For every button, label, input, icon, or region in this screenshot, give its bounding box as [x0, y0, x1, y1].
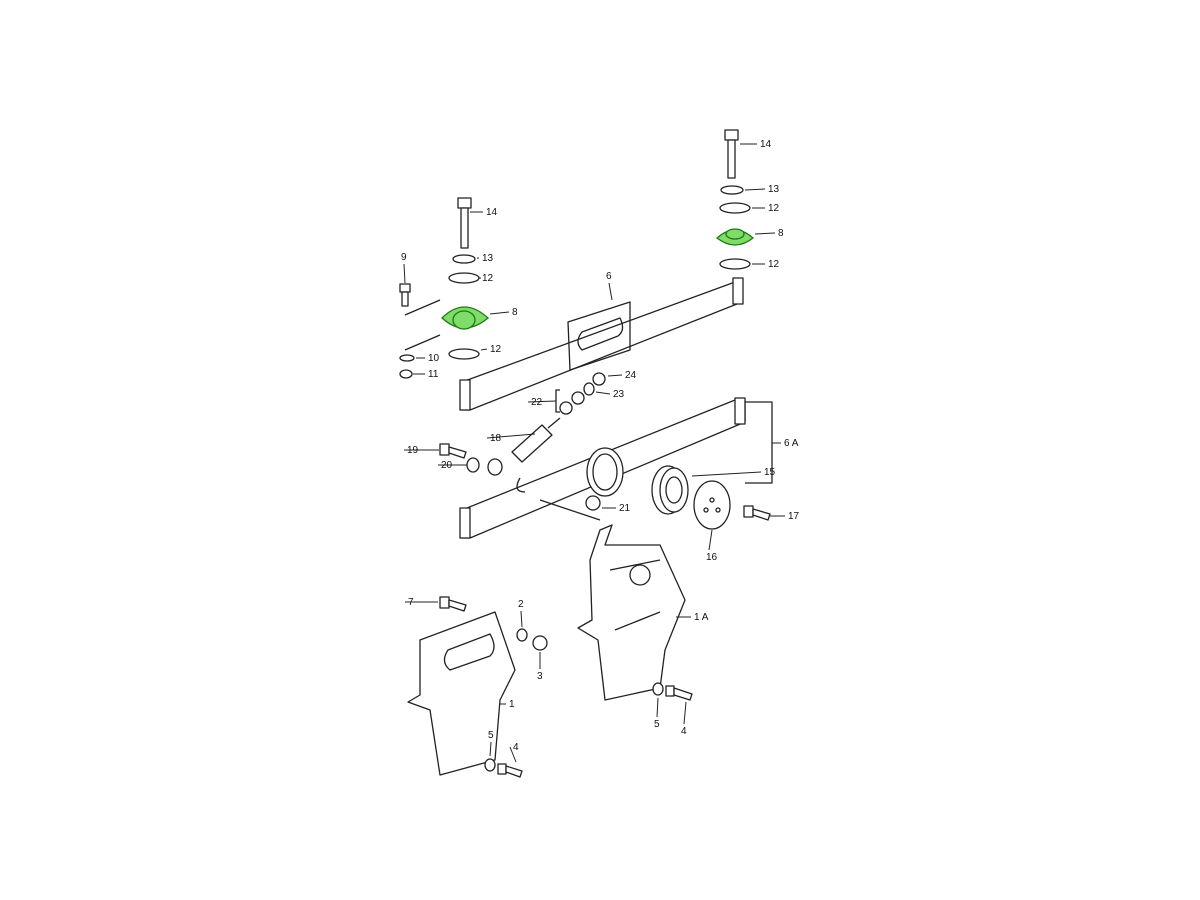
- bushing-24[interactable]: [592, 372, 606, 386]
- part-label-16[interactable]: 16: [706, 552, 718, 563]
- nut-11[interactable]: [399, 369, 413, 379]
- washer-5-left[interactable]: [484, 758, 496, 772]
- bushing-20b[interactable]: [487, 458, 503, 476]
- part-label-5[interactable]: 5: [654, 719, 660, 730]
- washer-2[interactable]: [516, 628, 528, 642]
- part-label-6[interactable]: 6: [606, 271, 612, 282]
- part-label-8[interactable]: 8: [778, 228, 784, 239]
- leader-line: [708, 529, 713, 551]
- part-label-15[interactable]: 15: [764, 467, 776, 478]
- crossmember-6[interactable]: [459, 277, 744, 411]
- part-label-11[interactable]: 11: [428, 369, 439, 380]
- part-label-22[interactable]: 22: [531, 397, 543, 408]
- washer-12-left-top[interactable]: [448, 272, 480, 284]
- part-label-19[interactable]: 19: [407, 445, 419, 456]
- leader-line: [520, 610, 523, 628]
- bracket-1a[interactable]: [577, 524, 686, 701]
- washer-12-left-bottom[interactable]: [448, 348, 480, 360]
- crossmember-6a[interactable]: [459, 397, 746, 539]
- rubber-mount-8-left[interactable]: [441, 306, 489, 330]
- part-label-1[interactable]: 1: [509, 699, 515, 710]
- part-label-14[interactable]: 14: [760, 139, 772, 150]
- bolt-4-left[interactable]: [497, 763, 523, 778]
- leader-line: [595, 391, 611, 395]
- nut-3[interactable]: [532, 635, 548, 651]
- part-label-7[interactable]: 7: [408, 597, 414, 608]
- part-label-13[interactable]: 13: [482, 253, 494, 264]
- part-label-6a[interactable]: 6 A: [784, 438, 799, 449]
- part-label-13[interactable]: 13: [768, 184, 780, 195]
- leader-line: [403, 263, 406, 284]
- bolt-4-right[interactable]: [665, 685, 693, 701]
- nut-21[interactable]: [585, 495, 601, 511]
- washer-5-right[interactable]: [652, 682, 664, 696]
- washer-13-left[interactable]: [452, 254, 476, 264]
- part-label-3[interactable]: 3: [537, 671, 543, 682]
- bushing-22b[interactable]: [559, 401, 573, 415]
- part-label-12[interactable]: 12: [482, 273, 494, 284]
- rubber-mount-8-right[interactable]: [715, 228, 755, 246]
- part-label-18[interactable]: 18: [490, 433, 502, 444]
- leader-line: [489, 741, 492, 757]
- leader-line: [527, 400, 557, 403]
- leader-line: [607, 374, 623, 377]
- bushing-20[interactable]: [466, 457, 480, 473]
- damper-18[interactable]: [511, 417, 561, 463]
- leader-line: [691, 471, 762, 477]
- leader-line: [480, 348, 488, 351]
- leader-line: [744, 188, 766, 191]
- leader-line: [656, 697, 659, 718]
- leader-line: [608, 282, 613, 301]
- plate-16[interactable]: [693, 480, 731, 530]
- part-label-12[interactable]: 12: [768, 203, 780, 214]
- part-label-8[interactable]: 8: [512, 307, 518, 318]
- part-label-21[interactable]: 21: [619, 503, 631, 514]
- part-label-9[interactable]: 9: [401, 252, 407, 263]
- leader-line: [509, 746, 517, 763]
- bracket-1[interactable]: [407, 611, 516, 776]
- bolt-14-left[interactable]: [457, 197, 472, 249]
- bolt-14-right[interactable]: [724, 129, 739, 179]
- part-label-12[interactable]: 12: [768, 259, 780, 270]
- leader-line: [489, 311, 510, 315]
- pulley-15[interactable]: [651, 465, 689, 515]
- part-label-4[interactable]: 4: [681, 726, 687, 737]
- bolt-19[interactable]: [439, 443, 467, 459]
- leader-line: [683, 701, 687, 725]
- part-label-5[interactable]: 5: [488, 730, 494, 741]
- part-label-2[interactable]: 2: [518, 599, 524, 610]
- part-label-4[interactable]: 4: [513, 742, 519, 753]
- bolt-9[interactable]: [399, 283, 411, 307]
- part-label-17[interactable]: 17: [788, 511, 800, 522]
- washer-13-right[interactable]: [720, 185, 744, 195]
- bushing-23[interactable]: [583, 382, 595, 396]
- washer-12-right-bottom[interactable]: [719, 258, 751, 270]
- leader-line: [486, 433, 536, 439]
- part-label-1a[interactable]: 1 A: [694, 612, 709, 623]
- leader-line: [754, 232, 776, 235]
- part-label-24[interactable]: 24: [625, 370, 637, 381]
- part-label-12[interactable]: 12: [490, 344, 502, 355]
- part-label-23[interactable]: 23: [613, 389, 625, 400]
- part-label-14[interactable]: 14: [486, 207, 498, 218]
- bolt-17[interactable]: [743, 505, 771, 521]
- part-label-20[interactable]: 20: [441, 460, 453, 471]
- bolt-7[interactable]: [439, 596, 467, 612]
- bushing-22a[interactable]: [571, 391, 585, 405]
- washer-12-right-top[interactable]: [719, 202, 751, 214]
- washer-10[interactable]: [399, 354, 415, 362]
- part-label-10[interactable]: 10: [428, 353, 440, 364]
